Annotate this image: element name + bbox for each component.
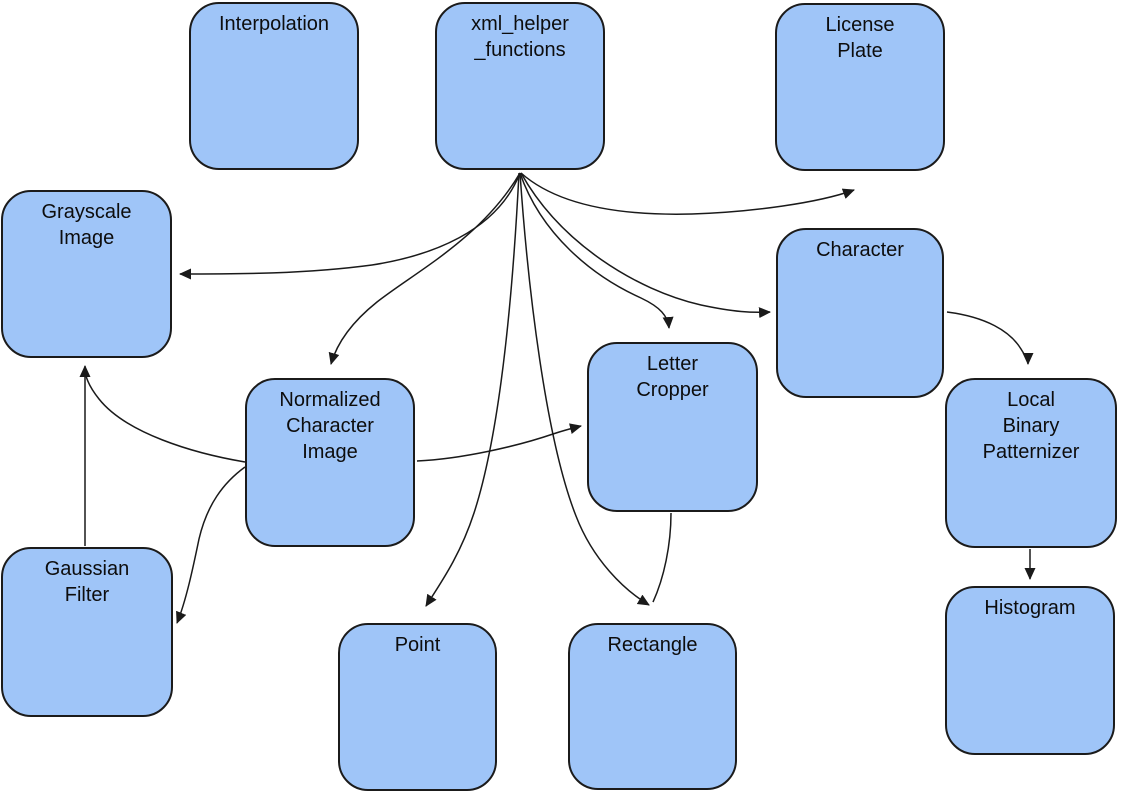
node-license-plate: License Plate: [775, 3, 945, 171]
node-character: Character: [776, 228, 944, 398]
edge-letter-cropper-to-rectangle: [652, 512, 672, 603]
node-interpolation: Interpolation: [189, 2, 359, 170]
node-rectangle: Rectangle: [568, 623, 737, 790]
node-gaussian-filter: Gaussian Filter: [1, 547, 173, 717]
node-histogram: Histogram: [945, 586, 1115, 755]
edge-normalized-character-image-to-grayscale-image: [84, 370, 246, 463]
node-letter-cropper: Letter Cropper: [587, 342, 758, 512]
edge-xml-helper-functions-to-character: [520, 172, 771, 319]
edge-xml-helper-functions-to-normalized-character-image: [328, 172, 521, 365]
edge-normalized-character-image-to-gaussian-filter: [176, 466, 246, 624]
edge-normalized-character-image-to-letter-cropper: [416, 423, 582, 462]
edge-xml-helper-functions-to-license-plate: [520, 172, 855, 215]
node-normalized-character-image: Normalized Character Image: [245, 378, 415, 547]
edge-xml-helper-functions-to-rectangle: [519, 172, 650, 606]
node-xml-helper-functions: xml_helper _functions: [435, 2, 605, 170]
edge-xml-helper-functions-to-point: [425, 172, 520, 607]
edge-character-to-local-binary-patternizer: [946, 311, 1034, 365]
edge-xml-helper-functions-to-grayscale-image: [179, 172, 521, 280]
node-grayscale-image: Grayscale Image: [1, 190, 172, 358]
edge-xml-helper-functions-to-letter-cropper: [519, 172, 674, 329]
node-local-binary-patternizer: Local Binary Patternizer: [945, 378, 1117, 548]
node-point: Point: [338, 623, 497, 791]
